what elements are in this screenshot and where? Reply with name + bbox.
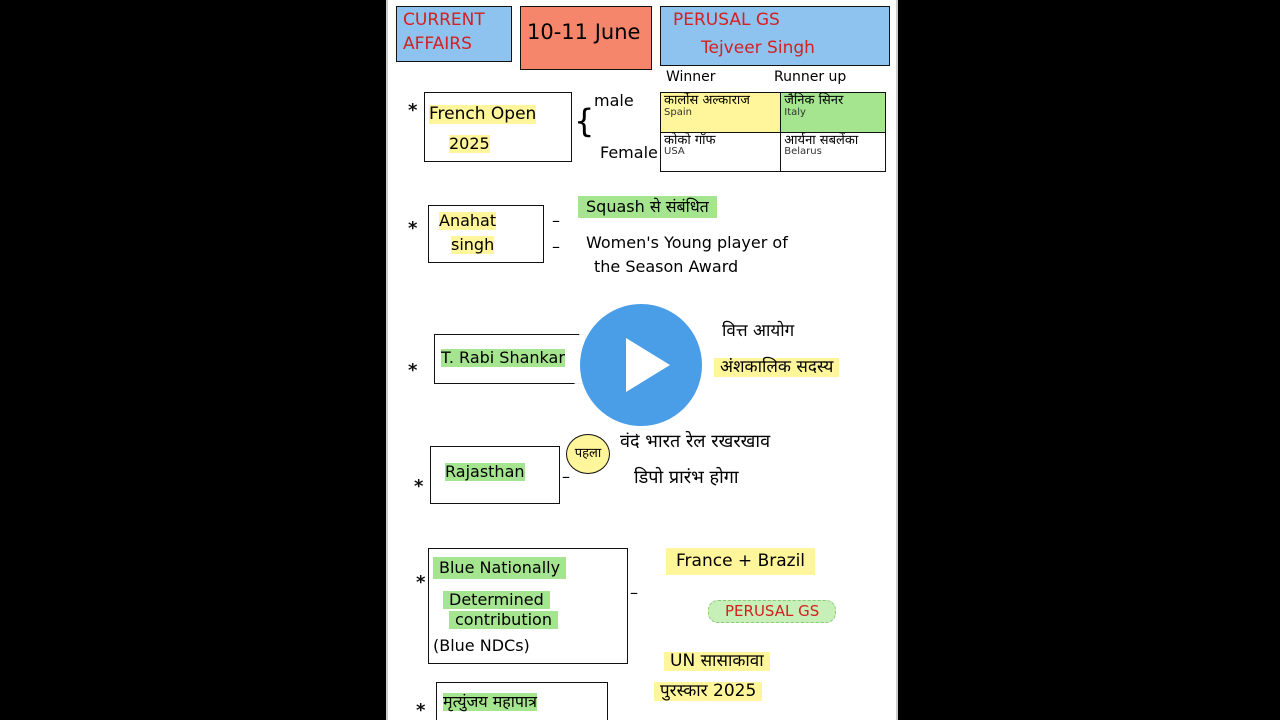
- first-badge: पहला: [566, 434, 610, 474]
- male-label: male: [594, 91, 634, 110]
- table-cell: आर्यना सबलेंका Belarus: [780, 131, 886, 172]
- header-brand: PERUSAL GS Tejveer Singh: [660, 6, 890, 66]
- male-winner: कार्लोस अल्काराज: [664, 93, 750, 108]
- rabi-note1: वित्त आयोग: [722, 321, 795, 341]
- play-circle: [580, 304, 702, 426]
- rajasthan-name: Rajasthan: [445, 462, 525, 481]
- rajasthan-box: Rajasthan: [430, 446, 560, 504]
- anahat-note2-line2: the Season Award: [594, 257, 739, 276]
- table-cell: कार्लोस अल्काराज Spain: [659, 92, 782, 133]
- anahat-line1: Anahat: [439, 211, 497, 230]
- ndc-line2: Determined: [443, 591, 550, 609]
- rajasthan-note-line2: डिपो प्रारंभ होगा: [634, 467, 739, 488]
- results-table: कार्लोस अल्काराज Spain जैनिक सिनर Italy …: [659, 92, 886, 172]
- brace: {: [574, 102, 595, 140]
- male-runner: जैनिक सिनर: [784, 93, 844, 108]
- female-label: Female: [600, 143, 658, 162]
- french-open-title: French Open: [429, 104, 537, 124]
- ndc-line1: Blue Nationally: [433, 557, 567, 579]
- rabi-note2: अंशकालिक सदस्य: [714, 358, 840, 377]
- anahat-line2: singh: [451, 235, 495, 254]
- rabi-box: T. Rabi Shankar: [434, 334, 586, 384]
- table-cell: कोको गॉफ USA: [659, 131, 782, 172]
- ndc-line3: contribution: [449, 611, 558, 629]
- rabi-name: T. Rabi Shankar: [441, 348, 565, 367]
- male-winner-country: Spain: [664, 106, 692, 118]
- rajasthan-note-line1: वंदे भारत रेल रखरखाव: [620, 431, 771, 452]
- dash: –: [552, 211, 560, 230]
- bullet-star: *: [408, 218, 418, 239]
- mahapatra-note-line1: UN सासाकावा: [664, 652, 770, 671]
- watermark-brand: PERUSAL GS: [708, 600, 837, 623]
- winner-header: Winner: [666, 69, 716, 85]
- play-button[interactable]: [572, 296, 710, 434]
- header-current-affairs: CURRENT AFFAIRS: [396, 6, 512, 62]
- table-row: कार्लोस अल्काराज Spain जैनिक सिनर Italy: [659, 92, 886, 133]
- dash: –: [552, 237, 560, 256]
- bullet-star: *: [408, 100, 418, 121]
- ndc-note: France + Brazil: [666, 548, 816, 575]
- header-left-line1: CURRENT: [403, 10, 485, 30]
- runner-header: Runner up: [774, 69, 847, 85]
- header-left-line2: AFFAIRS: [403, 34, 472, 54]
- bullet-star: *: [416, 700, 426, 720]
- mahapatra-name: मृत्युंजय महापात्र: [443, 692, 537, 711]
- bullet-star: *: [408, 360, 418, 381]
- anahat-note2-line1: Women's Young player of: [586, 233, 788, 252]
- bullet-star: *: [416, 572, 426, 593]
- table-row: कोको गॉफ USA आर्यना सबलेंका Belarus: [659, 131, 886, 172]
- ndc-box: Blue Nationally Determined contribution …: [428, 548, 628, 664]
- brand-title: PERUSAL GS: [673, 10, 780, 30]
- french-open-box: French Open 2025: [424, 92, 572, 162]
- female-runner-country: Belarus: [784, 146, 822, 158]
- bullet-star: *: [414, 476, 424, 497]
- dash: –: [562, 467, 570, 486]
- male-runner-country: Italy: [784, 106, 806, 118]
- brand-author: Tejveer Singh: [701, 38, 815, 58]
- play-icon: [626, 338, 670, 392]
- mahapatra-note-line2: पुरस्कार 2025: [654, 682, 763, 701]
- table-cell: जैनिक सिनर Italy: [780, 92, 886, 133]
- french-open-year: 2025: [449, 134, 490, 153]
- ndc-line4: (Blue NDCs): [433, 636, 530, 655]
- date-text: 10-11 June: [527, 20, 641, 44]
- header-date: 10-11 June: [520, 6, 652, 70]
- female-winner: कोको गॉफ: [664, 132, 716, 148]
- female-winner-country: USA: [664, 146, 685, 158]
- female-runner: आर्यना सबलेंका: [784, 132, 859, 148]
- dash: –: [630, 583, 638, 602]
- mahapatra-box: मृत्युंजय महापात्र: [436, 682, 608, 720]
- anahat-box: Anahat singh: [428, 205, 544, 263]
- anahat-note1: Squash से संबंधित: [578, 196, 717, 218]
- notes-page: CURRENT AFFAIRS 10-11 June PERUSAL GS Te…: [386, 0, 898, 720]
